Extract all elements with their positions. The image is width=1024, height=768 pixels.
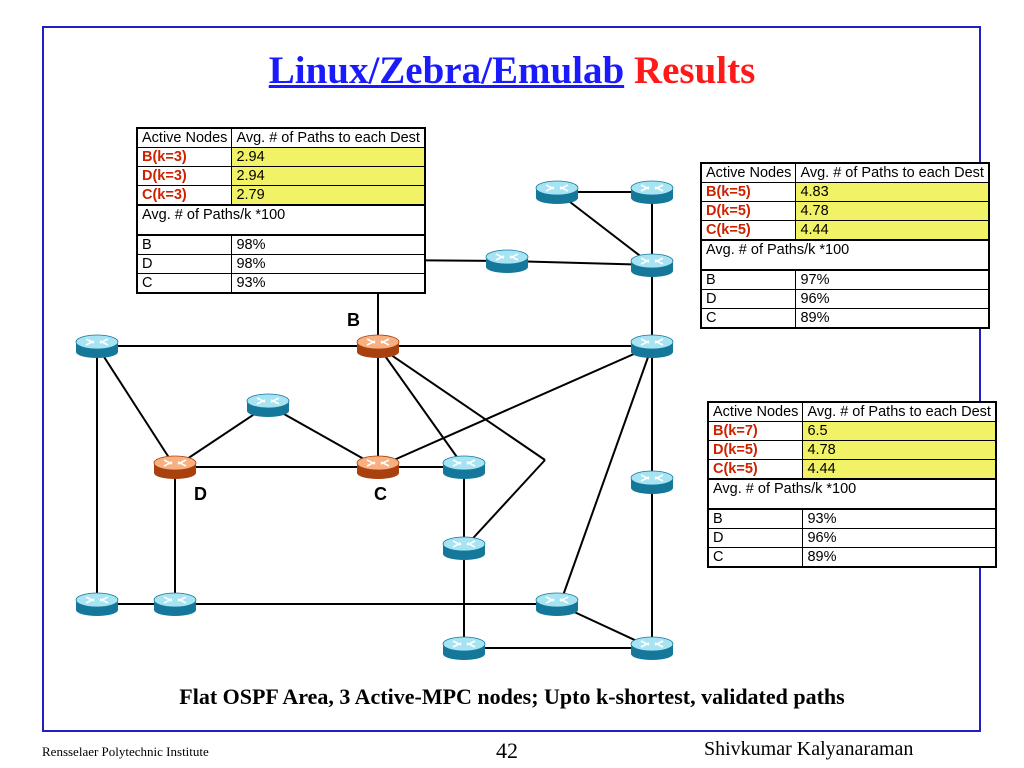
node-c-key: C(k=3) — [136, 185, 233, 206]
subheader-paths-per-k: Avg. # of Paths/k *100 — [700, 239, 990, 271]
pct-b-label: B — [700, 269, 797, 290]
router-icon — [630, 334, 674, 358]
node-c-key: C(k=5) — [707, 459, 804, 480]
subheader-paths-per-k: Avg. # of Paths/k *100 — [707, 478, 997, 510]
pct-c-label: C — [700, 308, 797, 329]
active-router-icon — [356, 455, 400, 479]
pct-b-label: B — [136, 234, 233, 255]
pct-d-label: D — [700, 289, 797, 309]
title-results: Results — [633, 49, 756, 92]
col-avg-paths: Avg. # of Paths to each Dest — [231, 127, 426, 148]
pct-c-value: 93% — [231, 273, 426, 294]
router-icon — [442, 536, 486, 560]
footer-institution: Rensselaer Polytechnic Institute — [42, 744, 209, 759]
node-d-key: D(k=3) — [136, 166, 233, 186]
routers — [75, 180, 674, 660]
node-d-key: D(k=5) — [700, 201, 797, 221]
pct-c-value: 89% — [802, 547, 997, 568]
col-avg-paths: Avg. # of Paths to each Dest — [795, 162, 990, 183]
pct-b-value: 97% — [795, 269, 990, 290]
router-icon — [442, 455, 486, 479]
node-b-key: B(k=3) — [136, 147, 233, 167]
node-c-value: 4.44 — [802, 459, 997, 480]
node-b-value: 6.5 — [802, 421, 997, 441]
node-c-value: 4.44 — [795, 220, 990, 241]
router-icon — [630, 636, 674, 660]
node-b-key: B(k=5) — [700, 182, 797, 202]
node-b-value: 4.83 — [795, 182, 990, 202]
router-icon — [535, 592, 579, 616]
node-label-b: B — [347, 310, 360, 330]
pct-b-value: 93% — [802, 508, 997, 529]
slide-frame — [42, 26, 981, 732]
node-b-key: B(k=7) — [707, 421, 804, 441]
router-icon — [75, 334, 119, 358]
col-active-nodes: Active Nodes — [700, 162, 797, 183]
router-icon — [630, 470, 674, 494]
pct-d-label: D — [707, 528, 804, 548]
slide-caption: Flat OSPF Area, 3 Active-MPC nodes; Upto… — [179, 684, 845, 709]
footer-author: Shivkumar Kalyanaraman — [704, 738, 914, 760]
router-icon — [75, 592, 119, 616]
router-icon — [246, 393, 290, 417]
pct-c-value: 89% — [795, 308, 990, 329]
pct-d-value: 96% — [795, 289, 990, 309]
node-label-d: D — [194, 484, 207, 504]
slide-title: Linux/Zebra/Emulab Results — [0, 48, 1024, 93]
router-icon — [630, 180, 674, 204]
pct-c-label: C — [707, 547, 804, 568]
col-active-nodes: Active Nodes — [136, 127, 233, 148]
router-icon — [153, 592, 197, 616]
router-icon — [442, 636, 486, 660]
pct-d-value: 96% — [802, 528, 997, 548]
pct-d-value: 98% — [231, 254, 426, 274]
router-icon — [485, 249, 529, 273]
node-d-key: D(k=5) — [707, 440, 804, 460]
node-d-value: 4.78 — [802, 440, 997, 460]
pct-b-label: B — [707, 508, 804, 529]
title-main: Linux/Zebra/Emulab — [268, 49, 625, 92]
active-router-icon — [153, 455, 197, 479]
page-number: 42 — [496, 738, 518, 763]
pct-b-value: 98% — [231, 234, 426, 255]
router-icon — [535, 180, 579, 204]
pct-c-label: C — [136, 273, 233, 294]
node-c-key: C(k=5) — [700, 220, 797, 241]
col-avg-paths: Avg. # of Paths to each Dest — [802, 401, 997, 422]
node-c-value: 2.79 — [231, 185, 426, 206]
pct-d-label: D — [136, 254, 233, 274]
node-label-c: C — [374, 484, 387, 504]
subheader-paths-per-k: Avg. # of Paths/k *100 — [136, 204, 426, 236]
node-b-value: 2.94 — [231, 147, 426, 167]
col-active-nodes: Active Nodes — [707, 401, 804, 422]
node-d-value: 2.94 — [231, 166, 426, 186]
node-d-value: 4.78 — [795, 201, 990, 221]
active-router-icon — [356, 334, 400, 358]
router-icon — [630, 253, 674, 277]
